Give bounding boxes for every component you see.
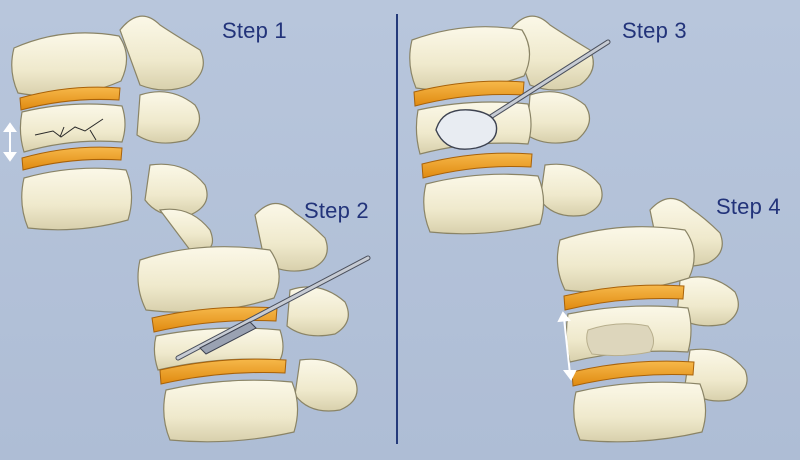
panel-divider	[396, 14, 398, 444]
step-1-spine	[3, 15, 214, 252]
step-2-label: Step 2	[304, 198, 369, 223]
step-3-spine	[409, 15, 611, 235]
balloon-icon	[435, 39, 611, 150]
restored-height-arrow-icon	[557, 311, 577, 381]
height-arrow-icon	[3, 122, 17, 162]
step-1-label: Step 1	[222, 18, 287, 43]
step-3-label: Step 3	[622, 18, 687, 43]
cannula-icon	[175, 255, 371, 361]
step-4-spine	[556, 197, 748, 443]
step-4-label: Step 4	[716, 194, 781, 219]
step-2-spine	[137, 202, 371, 443]
